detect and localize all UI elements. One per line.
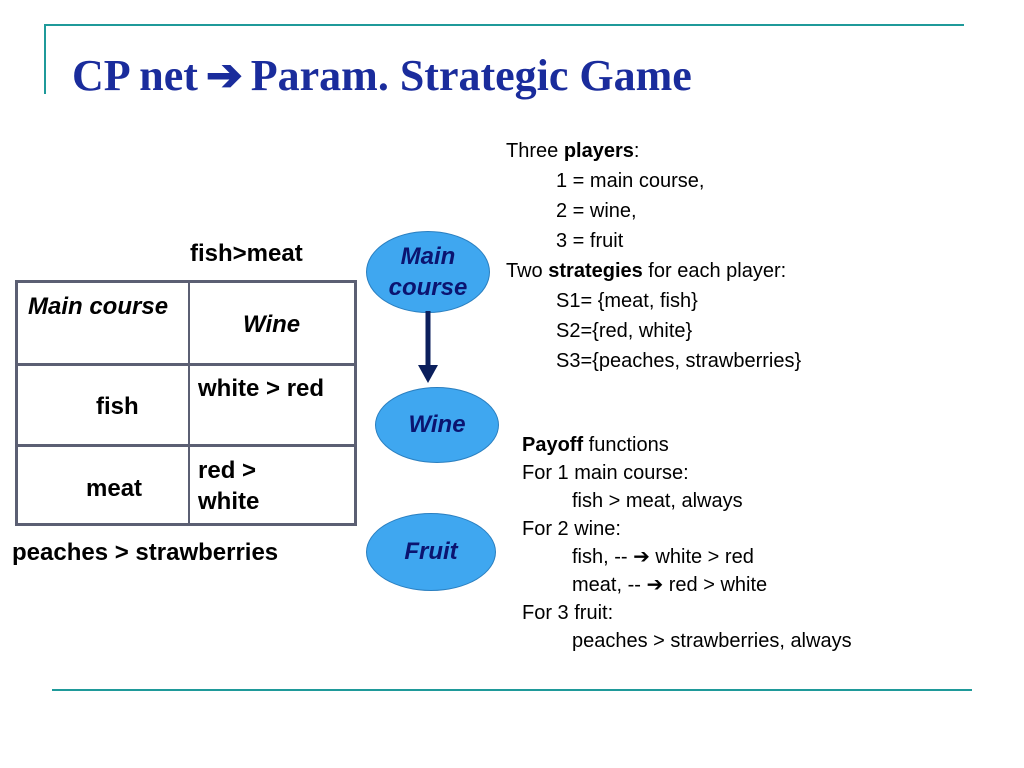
payoff-bold: Payoff (522, 434, 584, 456)
payoff-line: For 1 main course: (522, 462, 689, 484)
table-cell-preference: white > red (198, 375, 325, 402)
players-suffix: : (633, 140, 640, 162)
cpt-table: Main course Wine fish white > red meat r… (15, 280, 357, 526)
payoff-line: meat, -- ➔ red > white (572, 574, 768, 596)
strategy-item: S3={peaches, strawberries} (556, 350, 802, 372)
node-fruit: Fruit (366, 513, 496, 591)
arrow-right-icon: ➔ (205, 51, 243, 100)
strategies-bold: strategies (548, 260, 643, 282)
node-wine-label: Wine (408, 411, 466, 439)
table-divider (188, 283, 190, 523)
title-right: Param. Strategic Game (250, 51, 692, 100)
players-bold: players (563, 140, 634, 162)
node-main-course-label: Main course (388, 242, 468, 301)
payoff-line: For 3 fruit: (522, 602, 614, 624)
game-definition: Three players: 1 = main course, 2 = wine… (506, 136, 801, 376)
node-main-course: Main course (366, 231, 490, 313)
edge-arrow (418, 311, 438, 383)
strategies-suffix: for each player: (642, 260, 787, 282)
slide-title: CP net➔Param. Strategic Game (72, 51, 692, 100)
payoff-line: fish > meat, always (572, 490, 743, 512)
player-item: 3 = fruit (556, 230, 624, 252)
payoff-line: peaches > strawberries, always (572, 630, 852, 652)
table-divider (18, 444, 354, 447)
strategies-prefix: Two (506, 260, 549, 282)
table-header-main-course: Main course (28, 293, 169, 320)
main-course-preference: fish>meat (190, 240, 303, 267)
title-left: CP net (72, 51, 198, 100)
table-cell-preference: red > white (198, 457, 260, 516)
strategy-item: S2={red, white} (556, 320, 693, 342)
player-item: 2 = wine, (556, 200, 637, 222)
payoff-functions: Payoff functions For 1 main course: fish… (522, 431, 852, 655)
table-cell-condition: fish (96, 393, 139, 420)
players-prefix: Three (506, 140, 564, 162)
table-cell-condition: meat (86, 475, 143, 502)
table-header-wine: Wine (243, 311, 301, 338)
payoff-line: For 2 wine: (522, 518, 621, 540)
node-fruit-label: Fruit (404, 538, 458, 566)
top-divider (44, 24, 964, 26)
node-wine: Wine (375, 387, 499, 463)
strategy-item: S1= {meat, fish} (556, 290, 698, 312)
table-divider (18, 363, 354, 366)
fruit-preference: peaches > strawberries (12, 539, 279, 566)
payoff-line: fish, -- ➔ white > red (572, 546, 754, 568)
left-divider (44, 24, 46, 94)
player-item: 1 = main course, (556, 170, 705, 192)
bottom-divider (52, 689, 972, 691)
payoff-suffix: functions (583, 434, 669, 456)
